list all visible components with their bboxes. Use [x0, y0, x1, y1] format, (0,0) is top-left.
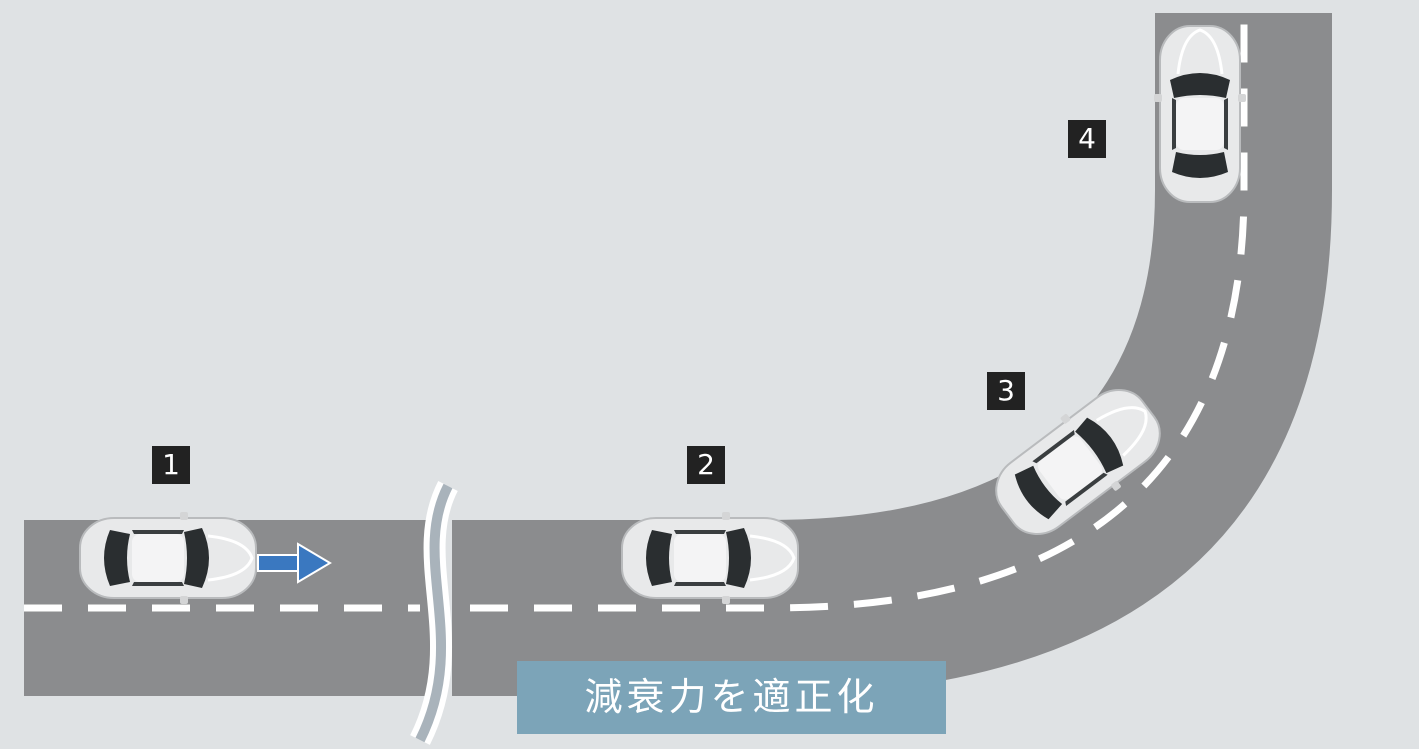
arrow-right-icon [257, 542, 332, 584]
lane-line-curve [470, 13, 1248, 612]
position-marker-1: 1 [152, 446, 190, 484]
position-marker-2: 2 [687, 446, 725, 484]
car-icon [78, 510, 258, 606]
car-icon [1152, 24, 1248, 204]
position-marker-3: 3 [987, 372, 1025, 410]
caption-label: 減衰力を適正化 [517, 661, 946, 734]
car-icon [620, 510, 800, 606]
wavy-break-icon [410, 480, 458, 745]
position-marker-4: 4 [1068, 120, 1106, 158]
